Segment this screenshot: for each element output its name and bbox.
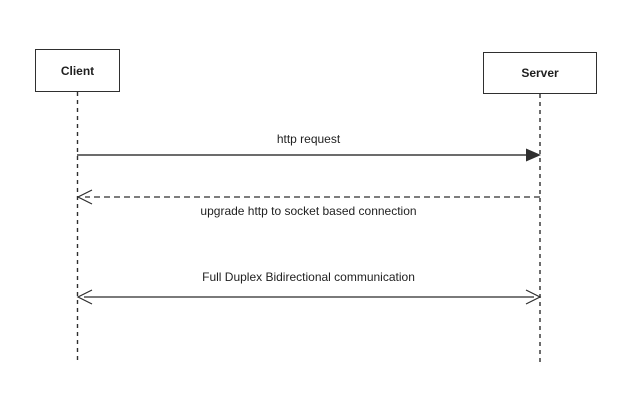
message-label-full-duplex: Full Duplex Bidirectional communication	[202, 270, 415, 284]
arrowhead-open-left-bidir	[76, 289, 93, 305]
actor-box-client: Client	[35, 49, 120, 92]
actor-label-client: Client	[60, 63, 95, 78]
arrowhead-open-left	[76, 189, 93, 205]
message-label-upgrade: upgrade http to socket based connection	[200, 204, 417, 218]
arrowhead-filled-right	[526, 148, 541, 162]
message-label-http-request: http request	[276, 132, 341, 146]
actor-label-server: Server	[521, 66, 559, 80]
actor-box-server: Server	[483, 52, 597, 94]
arrowhead-open-right-bidir	[525, 289, 542, 305]
